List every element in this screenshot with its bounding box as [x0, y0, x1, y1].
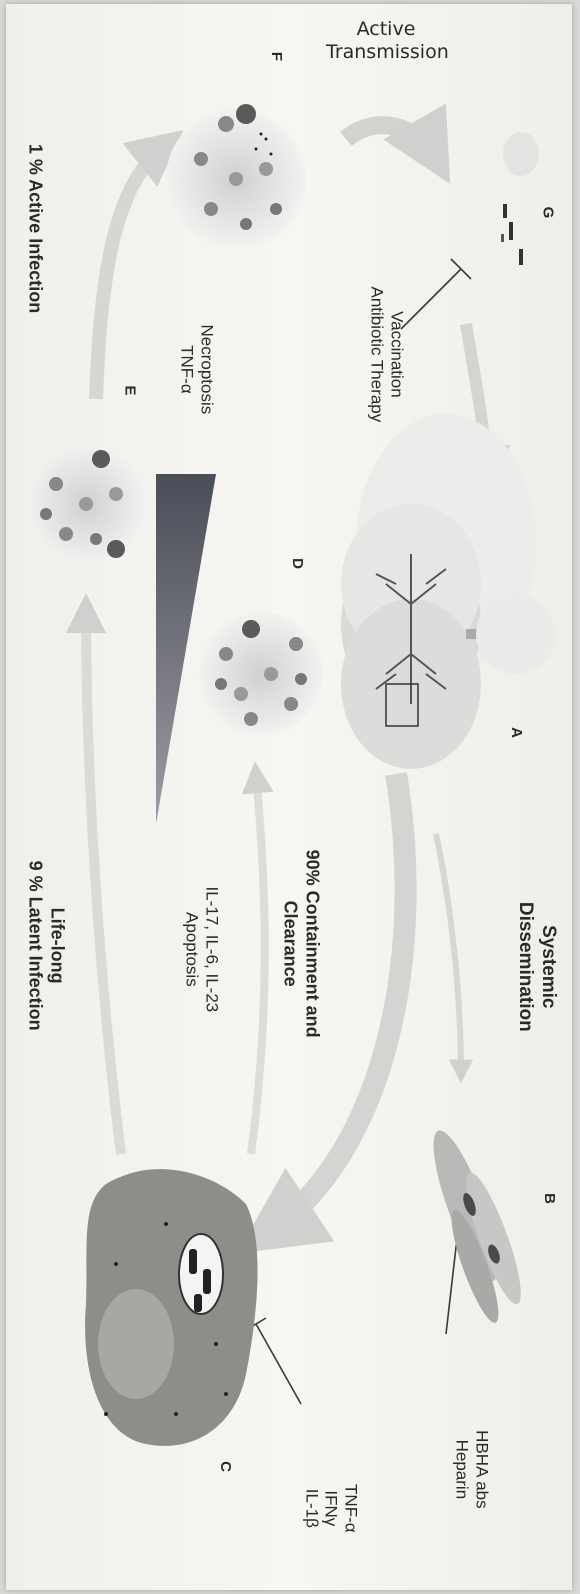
hbha-heparin-label: HBHA abs Heparin	[451, 1384, 492, 1554]
arrow-c-to-e	[86, 609, 121, 1154]
necroptosis-label: Necroptosis TNF-α	[176, 299, 217, 439]
containment-label: 90% Containment and Clearance	[279, 819, 322, 1069]
granuloma-f	[166, 104, 306, 249]
cytokines-c-label: TNF-α IFNγ IL-1β	[302, 1448, 361, 1568]
systemic-dissemination-label: Systemic Dissemination	[513, 867, 559, 1067]
stage-label-e: E	[122, 385, 139, 395]
stage-label-f: F	[268, 52, 285, 61]
active-infection-label: 1 % Active Infection	[25, 129, 46, 329]
latent-infection-label: Life-long 9 % Latent Infection	[24, 826, 67, 1066]
granuloma-d	[199, 612, 323, 736]
stage-label-a: A	[508, 727, 525, 738]
stage-label-c: C	[217, 1461, 234, 1472]
arrow-c-to-d	[251, 774, 265, 1154]
bacilli	[501, 132, 539, 265]
arrow-a-to-b	[436, 834, 461, 1074]
stage-label-g: G	[539, 207, 556, 219]
inhibit-cytokines	[246, 1318, 301, 1404]
macrophage	[85, 1169, 257, 1446]
stage-label-d: D	[289, 558, 306, 569]
active-transmission-label: Active Transmission	[326, 18, 446, 64]
granuloma-e	[26, 444, 146, 564]
lungs-illustration	[341, 414, 556, 769]
arrow-f-to-g	[346, 125, 436, 159]
figure-page: G A B C D E F Active Transmission Vaccin…	[6, 4, 572, 1590]
cycle-diagram	[6, 4, 572, 1590]
vaccination-label: Vaccination Antibiotic Therapy	[366, 244, 407, 464]
arrow-e-to-f	[96, 144, 166, 399]
inhibit-vaccination	[401, 259, 471, 329]
stage-label-b: B	[541, 1193, 558, 1204]
il-apoptosis-label: IL-17, IL-6, IL-23 Apoptosis	[181, 839, 222, 1059]
endothelial-cells	[416, 1121, 534, 1327]
